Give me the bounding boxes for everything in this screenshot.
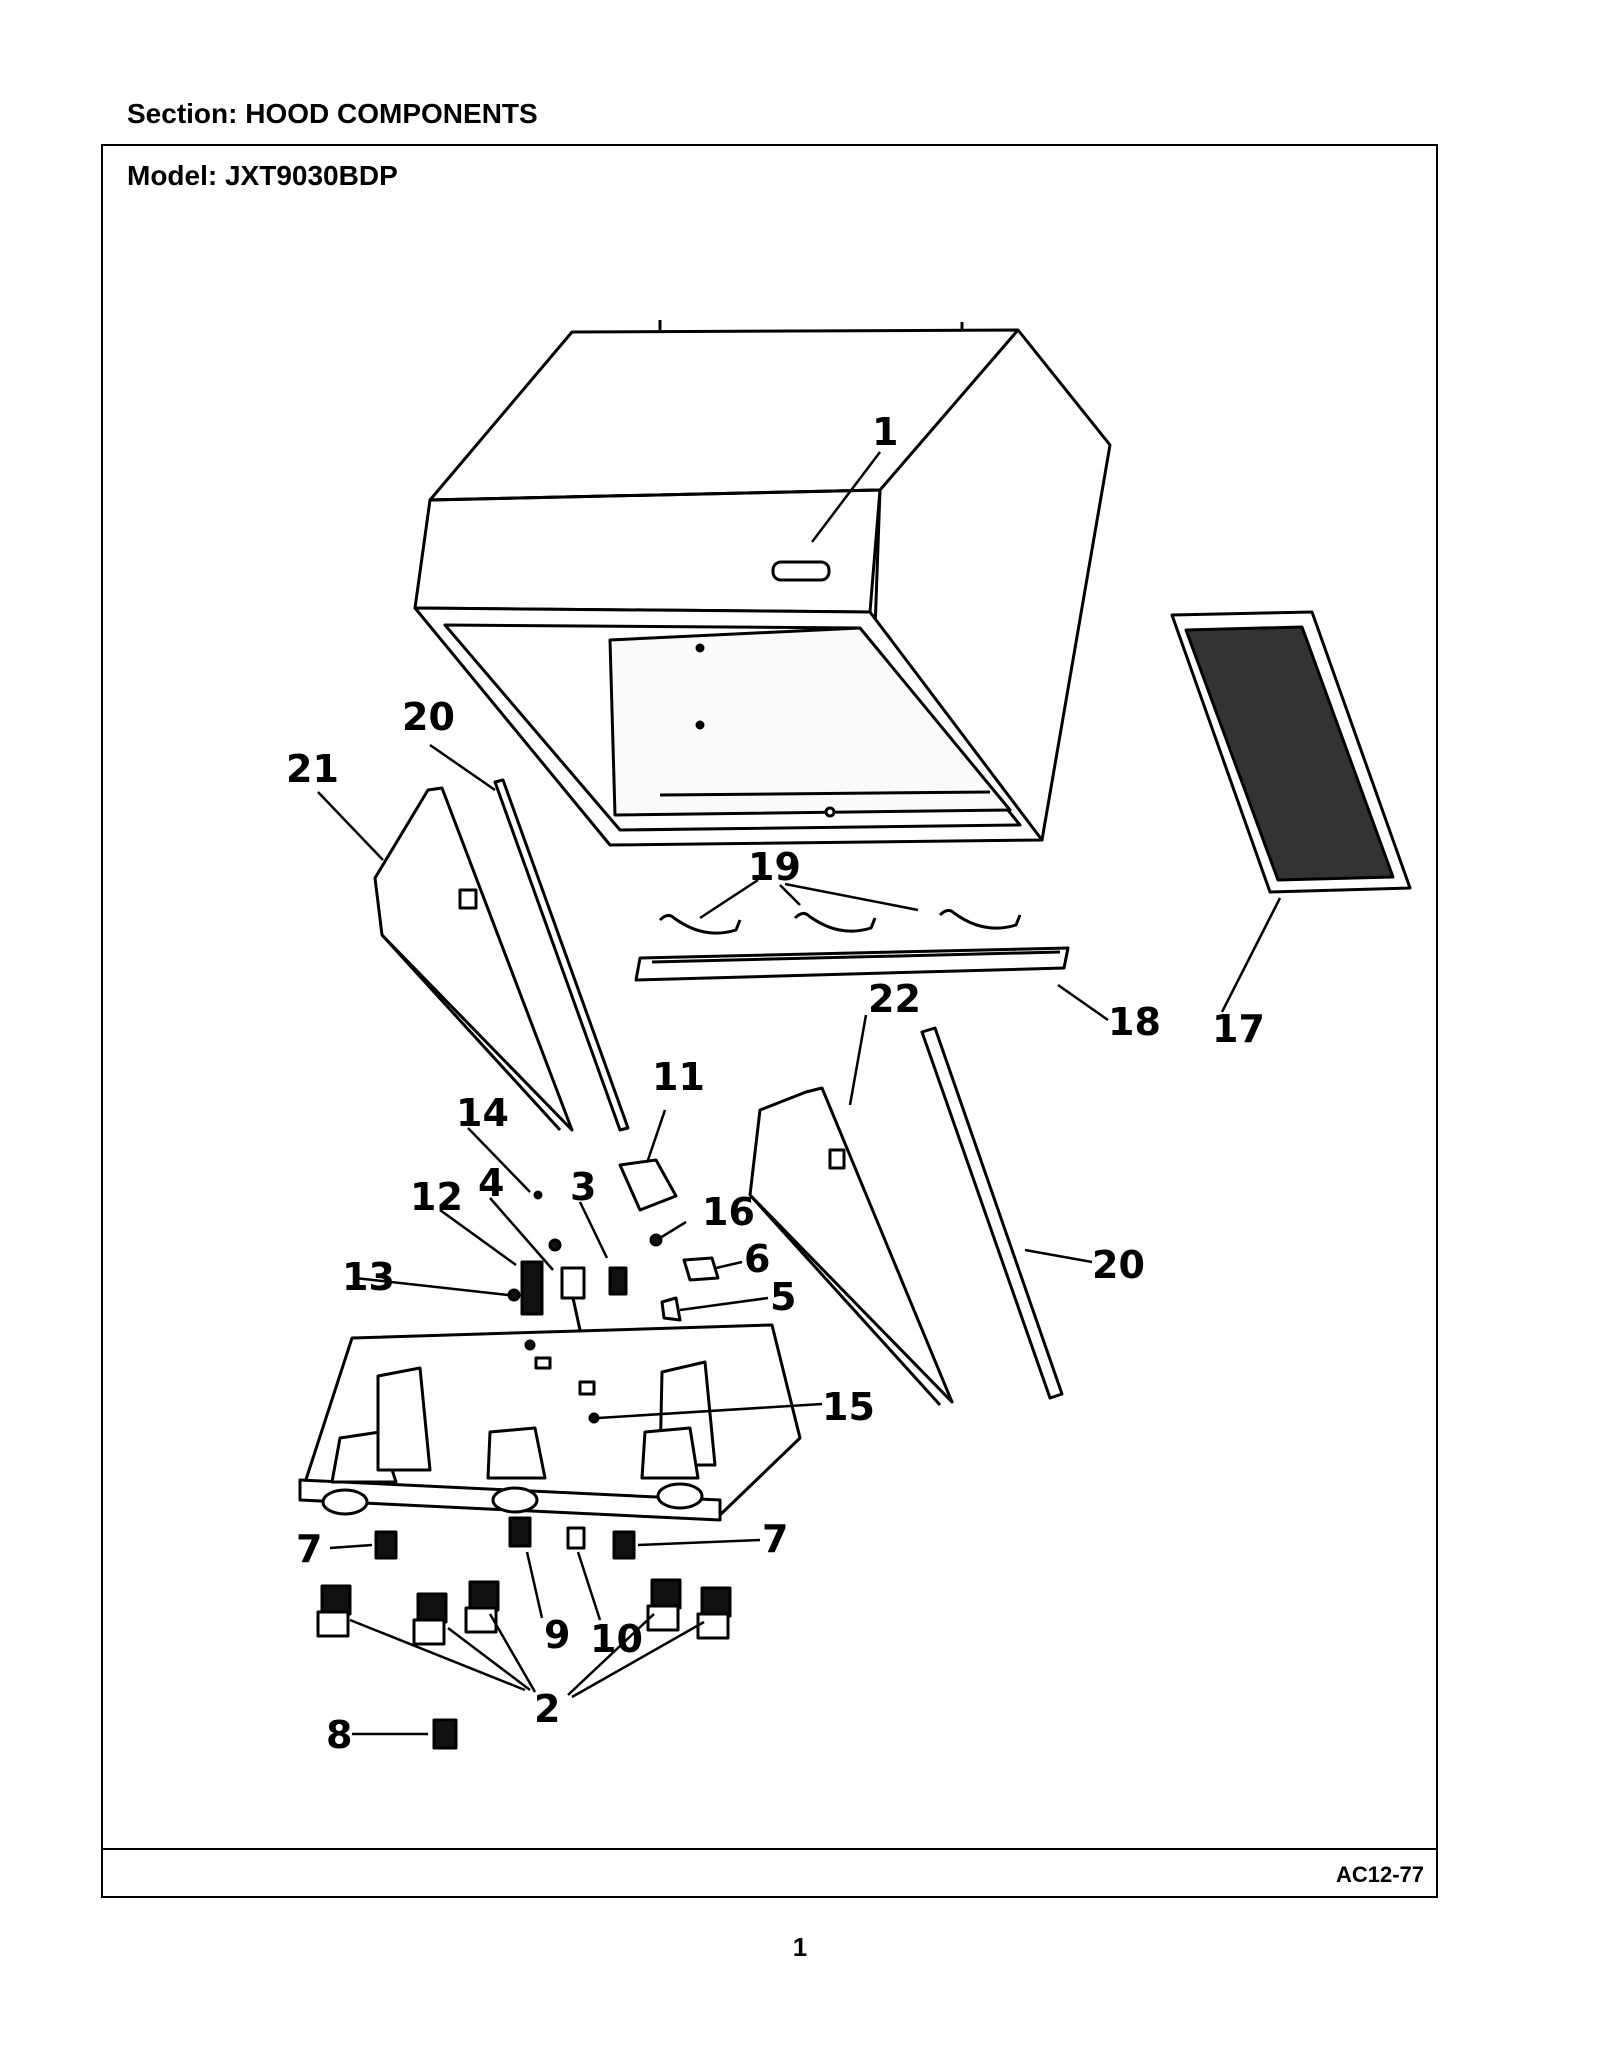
- mounting-plate: [682, 1256, 720, 1282]
- mounting-rail: [634, 946, 1070, 982]
- screw: [507, 1288, 521, 1302]
- callout-13: 13: [342, 1255, 395, 1299]
- section-title: Section: HOOD COMPONENTS: [127, 98, 538, 129]
- socket-4: [646, 1578, 682, 1632]
- switch-bracket: [618, 1158, 678, 1212]
- callout-1: 1: [872, 410, 898, 454]
- callout-14: 14: [456, 1091, 509, 1135]
- callout-9: 9: [544, 1613, 570, 1657]
- grease-filter: [1170, 610, 1412, 894]
- figure-code: AC12-77: [1335, 1862, 1424, 1887]
- control-base-housing: [298, 1323, 802, 1522]
- footer-divider: [103, 1848, 1436, 1850]
- terminal-block: [520, 1260, 544, 1316]
- callout-10: 10: [590, 1617, 643, 1661]
- trim-strip-right: [920, 1026, 1064, 1400]
- hanger-bracket-left: [658, 913, 742, 935]
- callout-17: 17: [1212, 1007, 1265, 1051]
- hanger-bracket-center: [793, 911, 877, 933]
- socket-1: [316, 1584, 352, 1638]
- switch-8: [432, 1718, 458, 1750]
- clip: [548, 1238, 562, 1252]
- callout-20-upper: 20: [402, 695, 455, 739]
- callout-12: 12: [410, 1175, 463, 1219]
- callout-15: 15: [822, 1385, 875, 1429]
- callout-21: 21: [286, 747, 339, 791]
- callout-11: 11: [652, 1055, 705, 1099]
- switch-9: [508, 1516, 532, 1548]
- callout-18: 18: [1108, 1000, 1161, 1044]
- socket-3: [464, 1580, 500, 1634]
- callout-3: 3: [570, 1165, 596, 1209]
- socket-2: [412, 1592, 448, 1646]
- callout-5: 5: [770, 1275, 796, 1319]
- callout-6: 6: [744, 1237, 770, 1281]
- leader-lines: [317, 451, 1282, 1736]
- switch-block: [560, 1266, 586, 1331]
- diagram-frame: Model: JXT9030BDP AC12-77: [101, 144, 1438, 1898]
- callout-labels: 1 20 21 19 18 17 22 20 11 14 12 13 4 3 1…: [286, 410, 1265, 1757]
- wire-connector: [608, 1266, 628, 1296]
- callout-16: 16: [702, 1190, 755, 1234]
- socket-5: [696, 1586, 732, 1640]
- callout-7-left: 7: [296, 1527, 322, 1571]
- trim-strip-left: [493, 778, 630, 1132]
- fastener: [588, 1412, 600, 1424]
- grommet: [649, 1233, 663, 1247]
- callout-7-right: 7: [762, 1517, 788, 1561]
- side-panel-left: [373, 786, 574, 1132]
- hanger-bracket-right: [938, 908, 1022, 930]
- side-panel-right: [748, 1086, 954, 1407]
- callout-4: 4: [478, 1161, 504, 1205]
- lamp-socket-left: [374, 1530, 398, 1560]
- callout-2: 2: [534, 1687, 560, 1731]
- callout-22: 22: [868, 977, 921, 1021]
- switch-10: [566, 1526, 586, 1550]
- page-number: 1: [792, 1932, 808, 1962]
- strain-relief: [660, 1296, 682, 1322]
- lamp-socket-right: [612, 1530, 636, 1560]
- hood-shell: [413, 320, 1112, 847]
- small-screw: [533, 1190, 543, 1200]
- callout-20-lower: 20: [1092, 1243, 1145, 1287]
- callout-19: 19: [748, 845, 801, 889]
- callout-8: 8: [326, 1713, 352, 1757]
- model-label: Model: JXT9030BDP: [127, 160, 398, 191]
